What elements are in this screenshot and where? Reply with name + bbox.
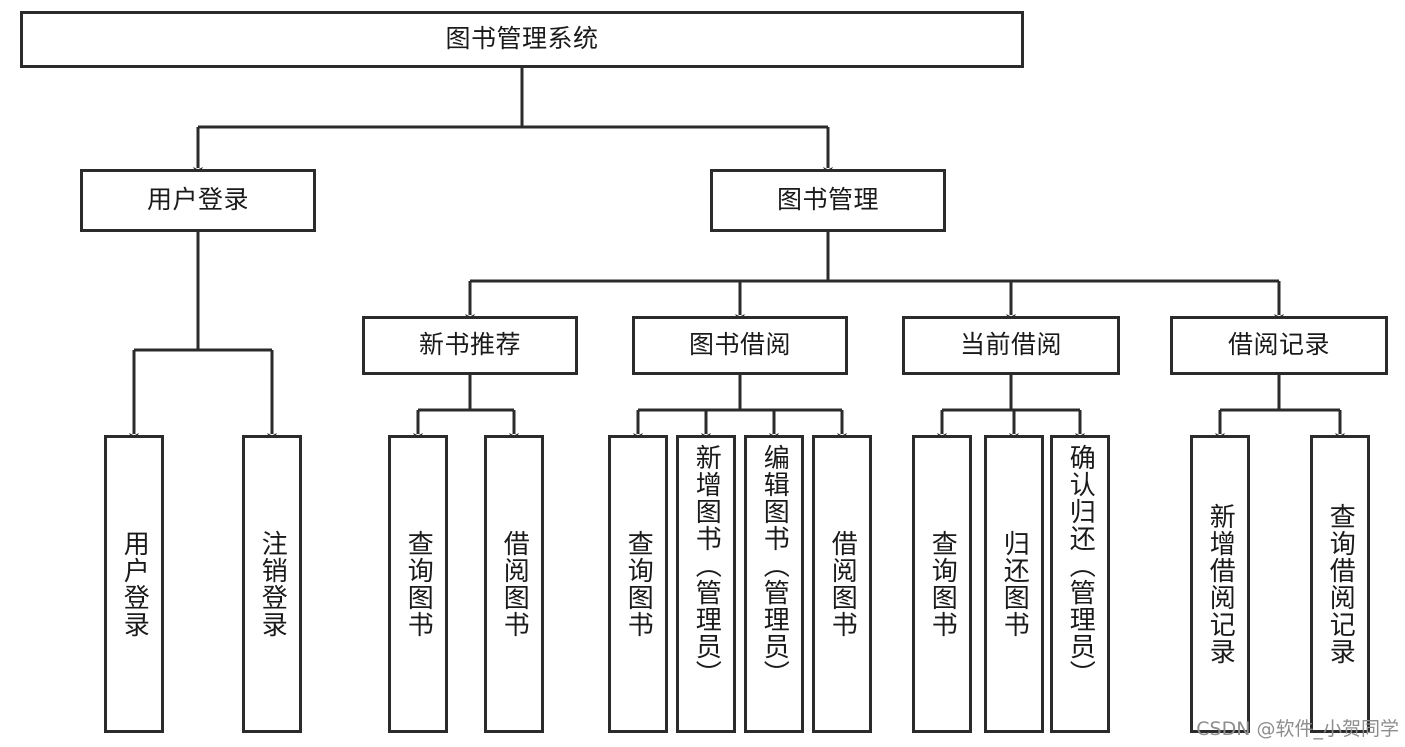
edges	[129, 68, 1345, 442]
node-label: 图书管理系统	[445, 24, 599, 54]
node-label: 查询图书	[623, 530, 654, 638]
node-leaf-query-book-2[interactable]: 查询图书	[608, 435, 668, 733]
node-label: 用户登录	[146, 185, 249, 215]
node-borrow-record[interactable]: 借阅记录	[1170, 316, 1388, 375]
node-label: 查询图书	[927, 530, 958, 638]
node-label: 图书管理	[776, 185, 879, 215]
node-label: 新增图书（管理员）	[691, 444, 722, 687]
node-label: 借阅图书	[827, 530, 858, 638]
node-label: 借阅图书	[499, 530, 530, 638]
node-leaf-borrow-book-2[interactable]: 借阅图书	[812, 435, 872, 733]
node-new-book-rec[interactable]: 新书推荐	[362, 316, 578, 375]
node-leaf-edit-book[interactable]: 编辑图书（管理员）	[744, 435, 804, 733]
node-leaf-query-book-1[interactable]: 查询图书	[388, 435, 448, 733]
node-label: 新书推荐	[418, 330, 521, 360]
node-label: 注销登录	[257, 530, 288, 638]
node-book-borrow[interactable]: 图书借阅	[632, 316, 848, 375]
node-label: 编辑图书（管理员）	[759, 444, 790, 687]
node-label: 当前借阅	[959, 330, 1062, 360]
node-label: 查询借阅记录	[1325, 503, 1356, 665]
node-label: 图书借阅	[688, 330, 791, 360]
node-leaf-query-book-3[interactable]: 查询图书	[912, 435, 972, 733]
node-leaf-return-book[interactable]: 归还图书	[984, 435, 1044, 733]
node-current-borrow[interactable]: 当前借阅	[902, 316, 1120, 375]
node-leaf-query-record[interactable]: 查询借阅记录	[1310, 435, 1370, 733]
node-leaf-borrow-book-1[interactable]: 借阅图书	[484, 435, 544, 733]
node-book-manage[interactable]: 图书管理	[710, 169, 946, 232]
node-label: 确认归还（管理员）	[1065, 444, 1096, 687]
node-label: 用户登录	[119, 530, 150, 638]
node-leaf-confirm-return[interactable]: 确认归还（管理员）	[1050, 435, 1110, 733]
node-user-login[interactable]: 用户登录	[80, 169, 316, 232]
node-label: 查询图书	[403, 530, 434, 638]
node-label: 新增借阅记录	[1205, 503, 1236, 665]
node-leaf-user-login[interactable]: 用户登录	[104, 435, 164, 733]
node-leaf-add-book[interactable]: 新增图书（管理员）	[676, 435, 736, 733]
node-leaf-logout[interactable]: 注销登录	[242, 435, 302, 733]
node-root[interactable]: 图书管理系统	[20, 11, 1024, 68]
watermark-text: CSDN @软件_小贺同学	[1196, 718, 1399, 740]
node-label: 归还图书	[999, 530, 1030, 638]
node-label: 借阅记录	[1227, 330, 1330, 360]
node-leaf-add-record[interactable]: 新增借阅记录	[1190, 435, 1250, 733]
